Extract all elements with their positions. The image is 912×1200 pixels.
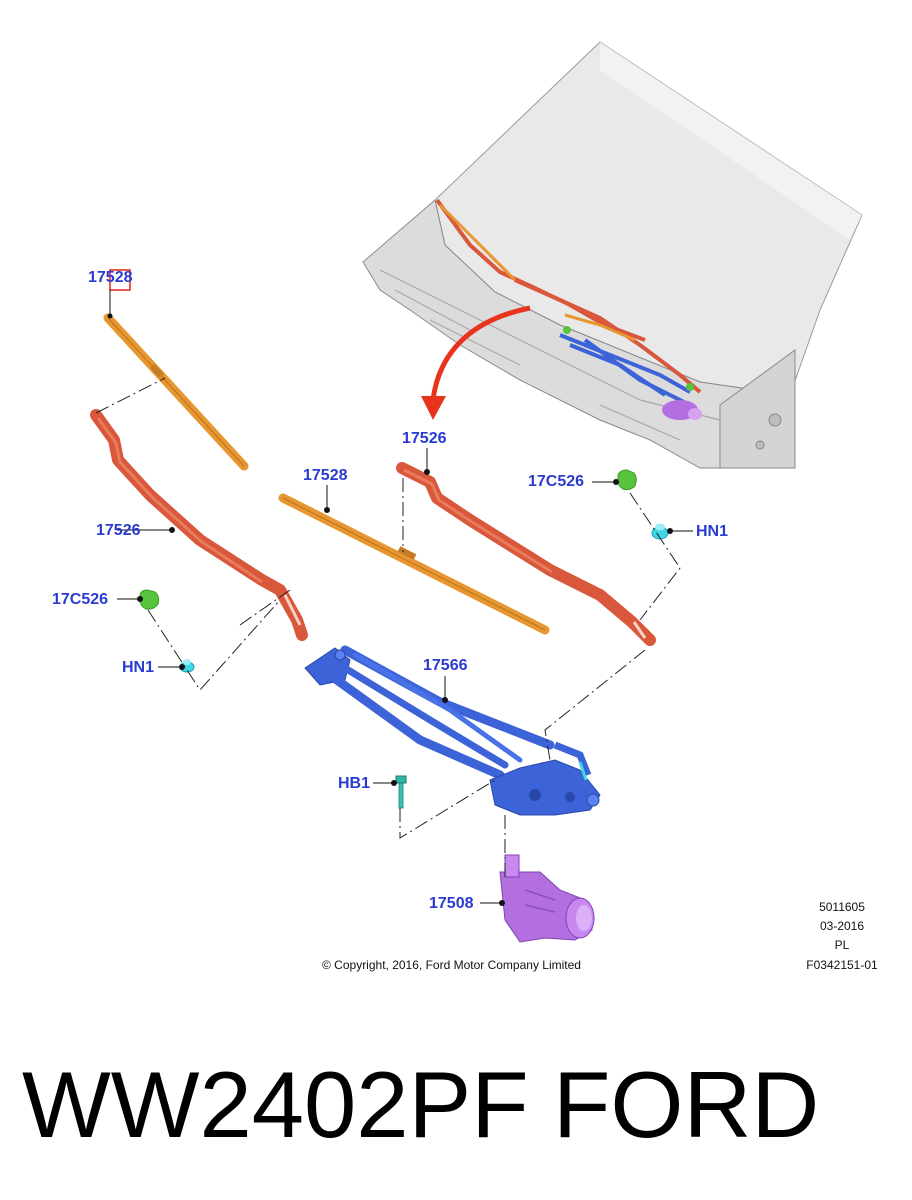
diagram-language: PL	[834, 938, 850, 952]
callout-blade-right: 17528	[303, 467, 348, 484]
part-number: WW2402PF	[22, 1052, 529, 1157]
installed-blade-right	[564, 313, 636, 342]
diagram-date: 03-2016	[819, 919, 865, 933]
installed-arm-right	[514, 278, 702, 394]
copyright-notice: © Copyright, 2016, Ford Motor Company Li…	[322, 958, 581, 972]
callout-cap-right: 17C526	[528, 473, 585, 490]
callout-bolt: HB1	[338, 775, 371, 792]
wiper-arm-right	[396, 462, 656, 646]
wiper-linkage	[304, 645, 601, 816]
diagram-code: 5011605	[819, 900, 865, 914]
wiper-blade-left	[103, 313, 249, 471]
product-caption: WW2402PF FORD	[0, 1045, 912, 1165]
detail-arrow	[421, 305, 531, 420]
callout-nut-right: HN1	[696, 523, 729, 540]
callout-cap-left: 17C526	[52, 591, 109, 608]
pivot-cap-left	[139, 589, 160, 610]
diagram-figure-id: F0342151-01	[806, 958, 878, 972]
callout-nut-left: HN1	[122, 659, 155, 676]
pivot-cap-right	[617, 469, 637, 491]
wiper-system-diagram	[90, 41, 863, 943]
installed-linkage	[559, 333, 691, 407]
assembly-lines	[95, 377, 681, 880]
leader-lines	[117, 448, 693, 906]
callout-highlight-box	[109, 269, 131, 291]
callout-linkage: 17566	[423, 657, 468, 674]
callout-blade-left: 17528	[88, 269, 133, 286]
callout-motor: 17508	[429, 895, 474, 912]
callout-arm-right: 17526	[402, 430, 447, 447]
hex-bolt	[395, 775, 407, 809]
vehicle-overview	[362, 41, 863, 469]
brand-name: FORD	[553, 1052, 820, 1157]
wiper-blade-right	[278, 493, 550, 635]
callout-arm-left: 17526	[96, 522, 141, 539]
hex-nut-right	[651, 523, 669, 540]
wiper-arm-left	[90, 409, 308, 641]
wiper-motor	[499, 854, 595, 943]
